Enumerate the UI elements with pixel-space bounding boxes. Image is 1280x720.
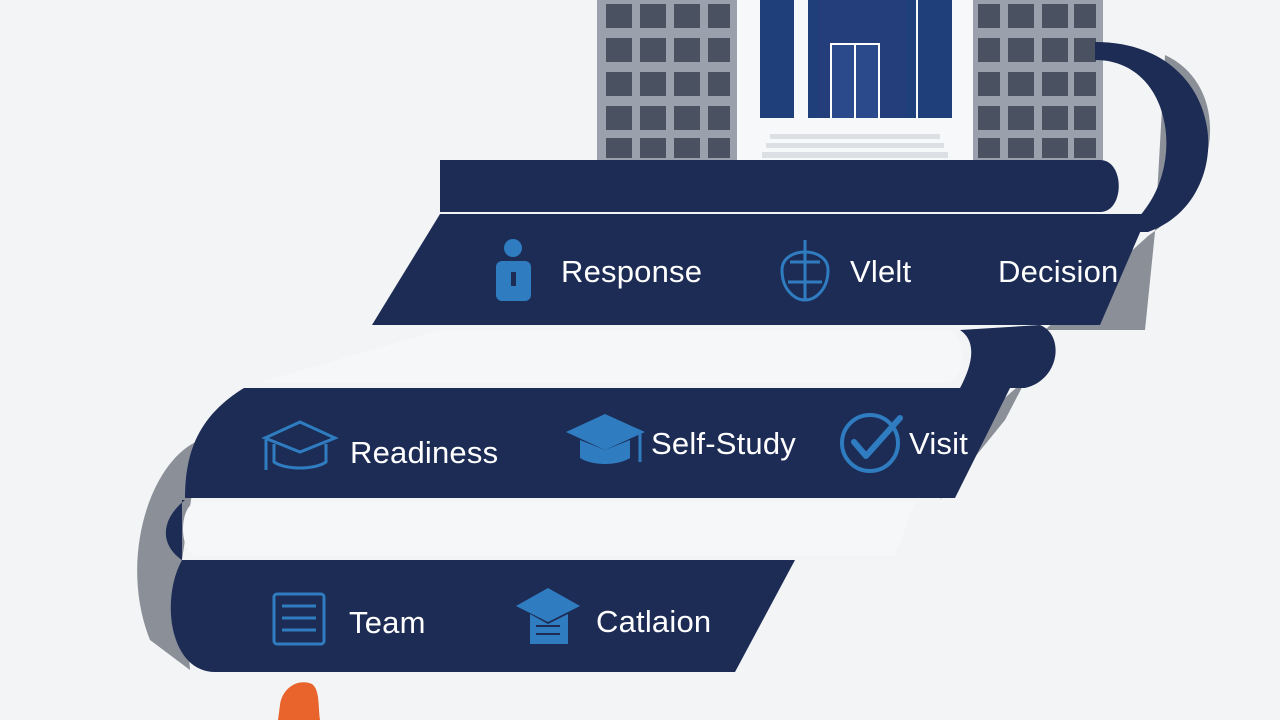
step-label-visit: Vlelt (850, 254, 912, 289)
step-label-site-visit: Visit (909, 426, 969, 461)
check-circle-icon (840, 413, 903, 473)
hand-cap-icon (516, 588, 580, 644)
orange-marker (278, 682, 320, 720)
step-label-catlaion: Catlaion (596, 604, 712, 639)
step-label-readiness: Readiness (350, 435, 499, 470)
step-label-response: Response (561, 254, 703, 289)
graduation-cap-icon (261, 420, 339, 470)
step-label-self-study: Self-Study (651, 426, 797, 461)
step-label-decision: Decision (998, 254, 1119, 289)
person-icon (496, 239, 531, 301)
helmet-icon (780, 240, 830, 302)
building-illustration (597, 0, 1103, 162)
step-label-team: Team (349, 605, 426, 640)
mortarboard-icon (566, 414, 645, 464)
document-icon (272, 592, 326, 646)
